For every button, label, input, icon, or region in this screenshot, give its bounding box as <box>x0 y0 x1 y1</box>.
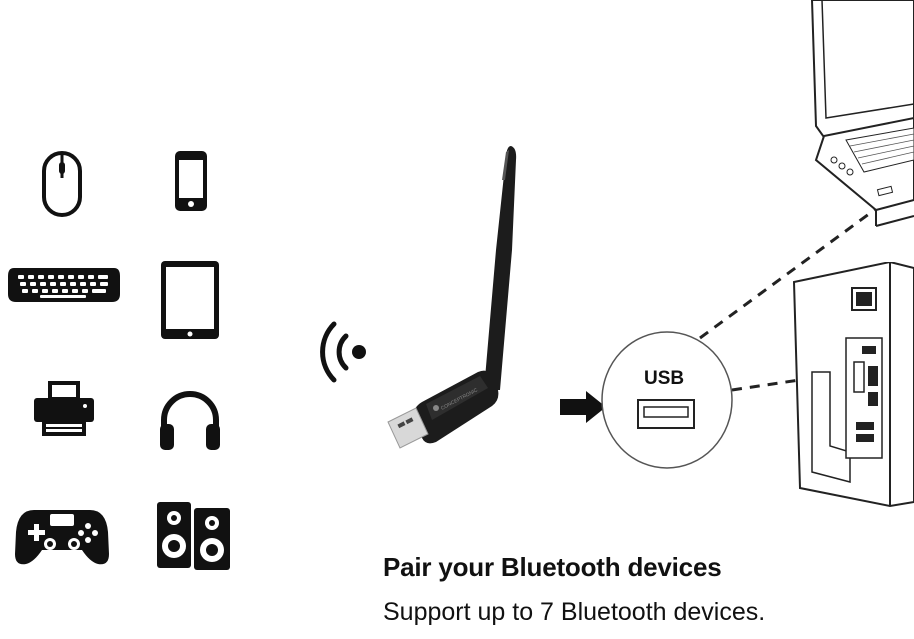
wireless-signal-icon <box>320 321 366 383</box>
mouse-icon <box>42 151 82 217</box>
smartphone-icon <box>175 151 207 211</box>
usb-port-callout: USB <box>600 330 734 470</box>
bluetooth-dongle: CONCEPTRONIC <box>387 146 517 449</box>
laptop-icon <box>810 0 914 227</box>
headline: Pair your Bluetooth devices <box>383 552 722 582</box>
usb-port-label: USB <box>644 368 685 389</box>
gamepad-icon <box>15 510 109 565</box>
arrow-right-icon <box>560 391 606 423</box>
tablet-icon <box>161 261 219 339</box>
printer-icon <box>34 381 94 436</box>
keyboard-icon <box>8 268 120 302</box>
subheadline: Support up to 7 Bluetooth devices. <box>383 598 766 626</box>
headphones-icon <box>160 391 220 450</box>
device-icons <box>0 140 240 580</box>
desktop-tower-icon <box>792 262 914 508</box>
speakers-icon <box>157 502 230 570</box>
